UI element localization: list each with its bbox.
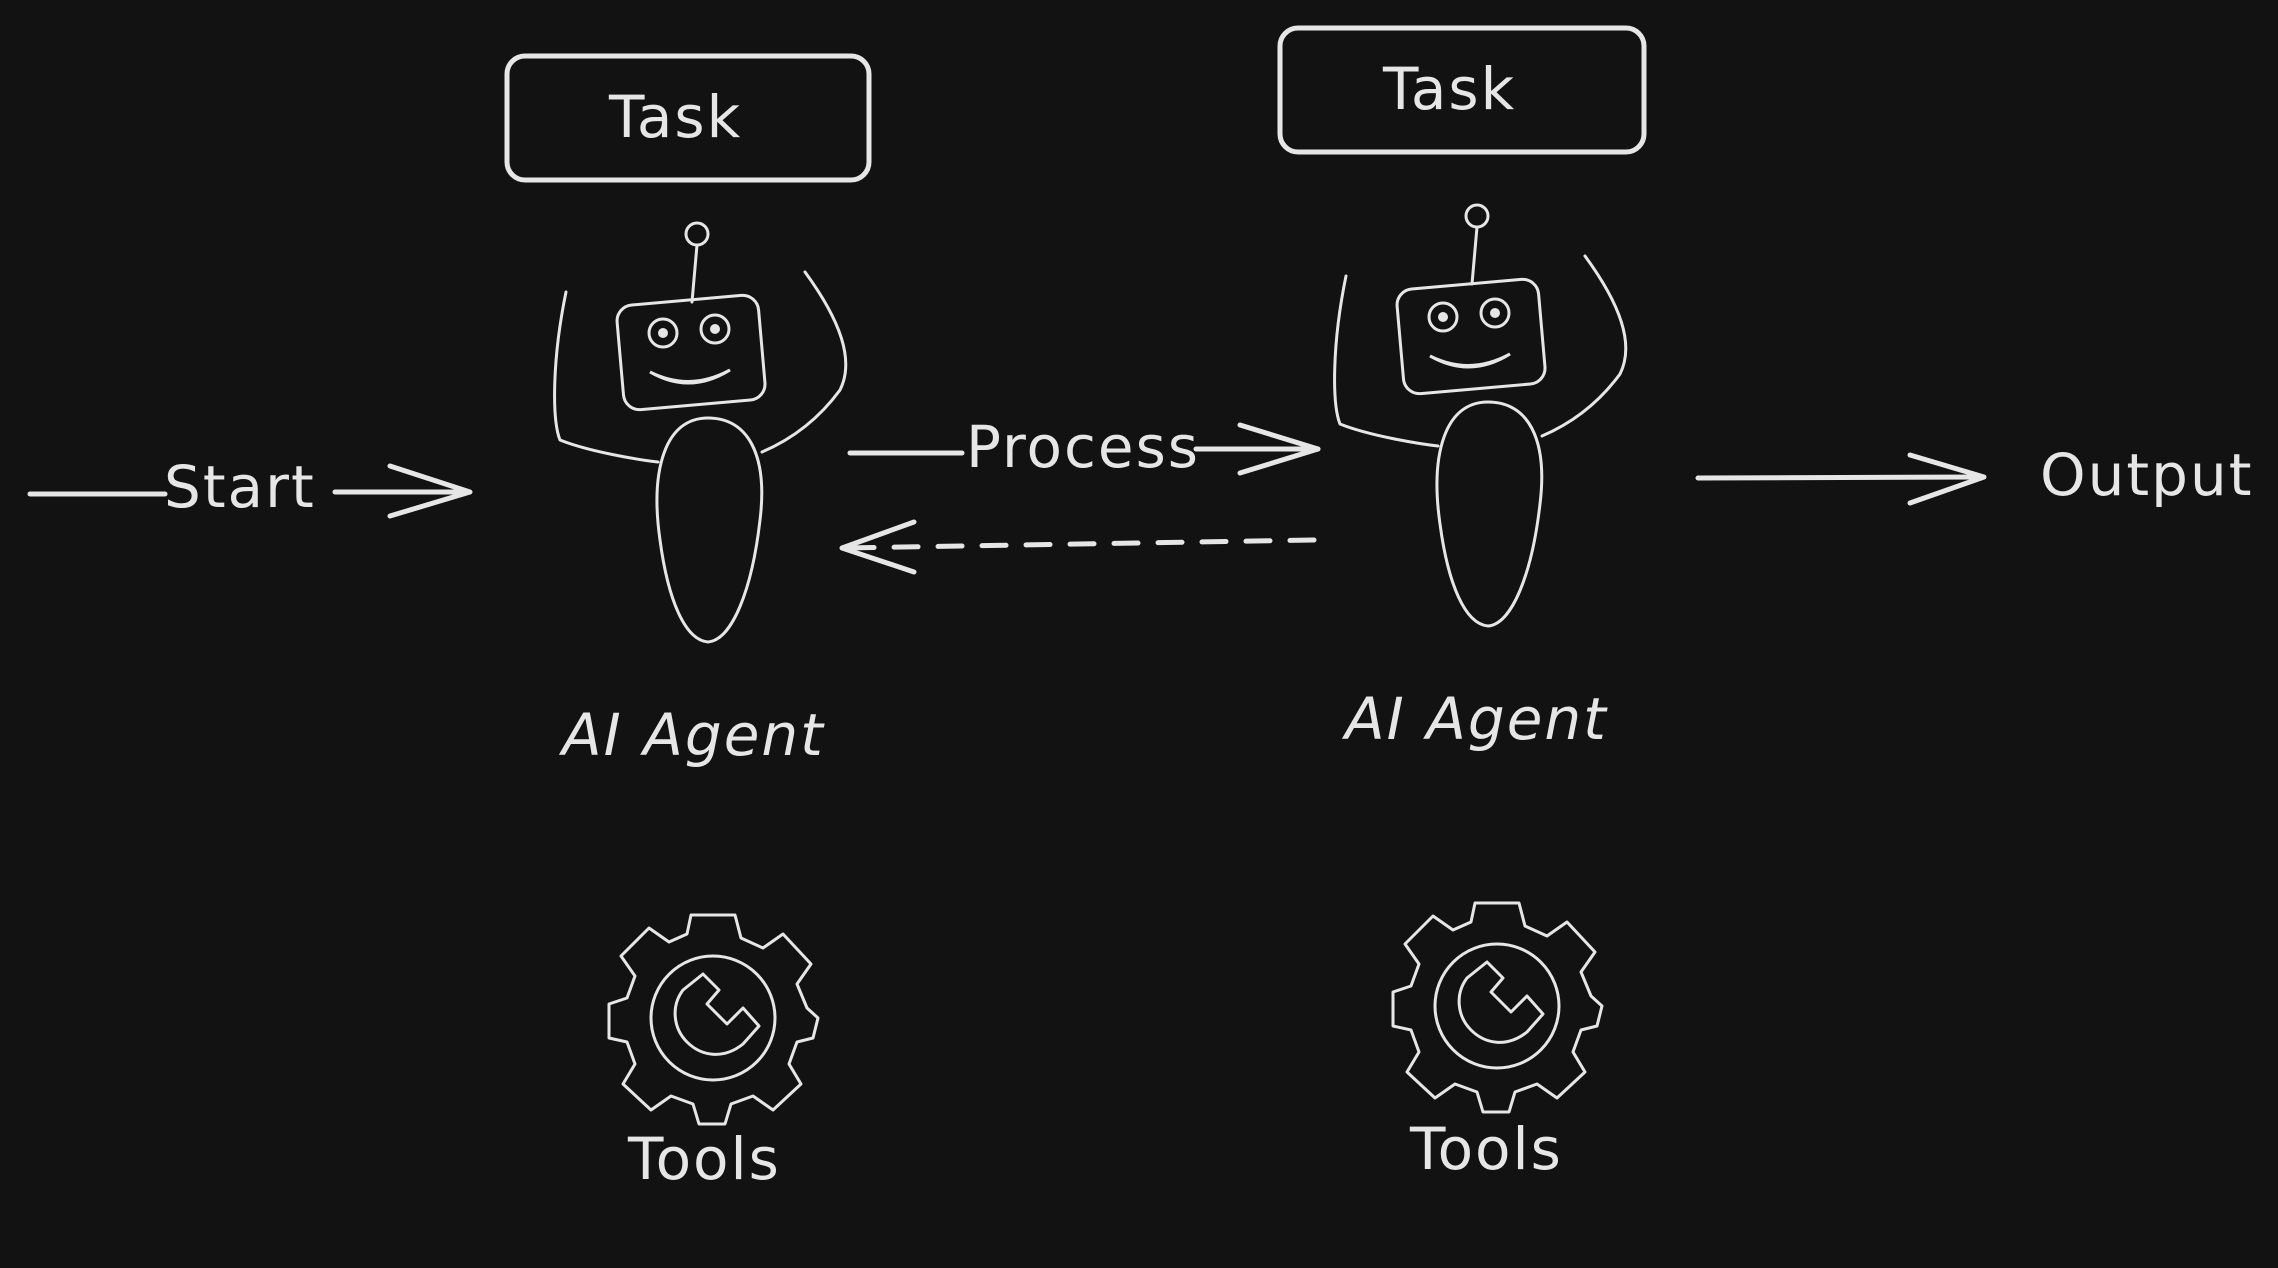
output-arrow bbox=[1695, 452, 1987, 506]
task-box-2 bbox=[1277, 25, 1647, 155]
output-label: Output bbox=[2040, 441, 2254, 509]
process-label: Process bbox=[966, 413, 1201, 481]
robot-icon bbox=[1333, 203, 1628, 628]
gear-wrench-icon bbox=[607, 913, 820, 1126]
tools-label-2: Tools bbox=[1410, 1115, 1563, 1183]
tools-label-1: Tools bbox=[628, 1125, 781, 1193]
task-label-2: Task bbox=[1383, 55, 1517, 123]
start-arrow bbox=[27, 463, 473, 519]
gear-wrench-icon bbox=[1391, 901, 1604, 1114]
process-arrow bbox=[847, 422, 1321, 476]
task-box-1 bbox=[504, 53, 872, 183]
task-label-1: Task bbox=[609, 83, 743, 151]
start-label: Start bbox=[164, 453, 316, 521]
return-arrow bbox=[839, 519, 1317, 575]
agent-label-2: AI Agent bbox=[1345, 685, 1608, 753]
agent-label-1: AI Agent bbox=[562, 701, 825, 769]
robot-icon bbox=[553, 221, 848, 644]
